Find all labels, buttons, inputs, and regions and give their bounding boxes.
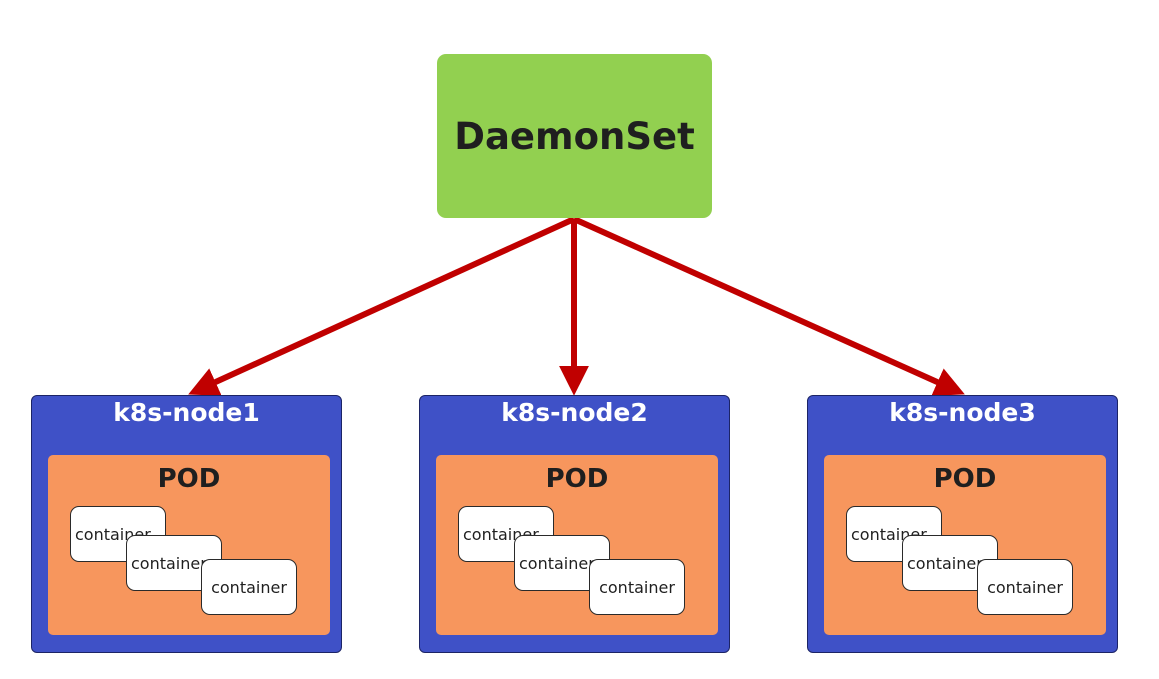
node-title: k8s-node2 [501, 398, 648, 427]
container-label: container [987, 577, 1063, 597]
container-label: container [131, 553, 207, 573]
container-box: container [201, 559, 297, 615]
pod: POD container container container [824, 455, 1106, 635]
node-2: k8s-node2 POD container container contai… [419, 395, 730, 653]
node-3: k8s-node3 POD container container contai… [807, 395, 1118, 653]
pod: POD container container container [436, 455, 718, 635]
container-label: container [519, 553, 595, 573]
node-title: k8s-node3 [889, 398, 1036, 427]
pod: POD container container container [48, 455, 330, 635]
container-box: container [977, 559, 1073, 615]
daemonset-label: DaemonSet [454, 114, 695, 158]
pod-title: POD [933, 464, 997, 494]
container-box: container [589, 559, 685, 615]
pod-title: POD [157, 464, 221, 494]
container-label: container [211, 577, 287, 597]
container-label: container [599, 577, 675, 597]
arrow-to-node3 [572, 216, 965, 396]
arrow-to-node1 [188, 216, 576, 396]
pod-title: POD [545, 464, 609, 494]
daemonset-box: DaemonSet [437, 54, 712, 218]
container-label: container [907, 553, 983, 573]
node-1: k8s-node1 POD container container contai… [31, 395, 342, 653]
container-box: container [846, 506, 942, 562]
node-title: k8s-node1 [113, 398, 260, 427]
